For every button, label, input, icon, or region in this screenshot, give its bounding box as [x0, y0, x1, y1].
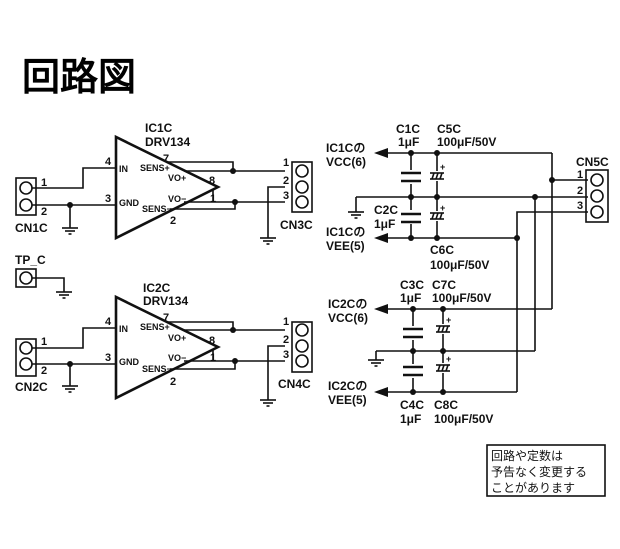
ic2c-in-label: IN	[119, 324, 128, 334]
ic1c-ref: IC1C	[145, 121, 173, 135]
ic1c-sens-minus-label: SENS−	[142, 204, 172, 214]
cn3c-pin1-label: 1	[283, 157, 289, 169]
ic1c-gnd-label: GND	[119, 198, 140, 208]
ic1c-pin-gnd-num: 3	[105, 193, 111, 205]
cn3c-ref: CN3C	[280, 218, 313, 232]
cn3c-connector[interactable]	[291, 161, 313, 213]
cn5c-pin1-label: 1	[577, 169, 583, 181]
c6c-value: 100μF/50V	[430, 258, 489, 272]
ic1c-pin-sens-plus-num: 7	[163, 153, 169, 165]
cn4c-pin1-label: 1	[283, 316, 289, 328]
cn5c-pin2-label: 2	[577, 185, 583, 197]
cn5c-connector[interactable]	[585, 169, 609, 223]
notice-line2: 予告なく変更する	[491, 464, 587, 479]
ic2c-block: 1 2 CN2C 4 3 IC2C DRV134 IN GND SENS+ VO…	[15, 281, 313, 407]
ic1c-pin-sens-minus-num: 2	[170, 215, 176, 227]
notice-line1: 回路や定数は	[491, 448, 563, 463]
cn2c-connector[interactable]	[15, 338, 37, 377]
notice-line3: ことがあります	[491, 480, 575, 495]
cn5c-pin3-label: 3	[577, 200, 583, 212]
cn4c-pin3-label: 3	[283, 349, 289, 361]
ic2c-sens-minus-label: SENS−	[142, 364, 172, 374]
ic1c-sens-plus-label: SENS+	[140, 163, 170, 173]
rail-ic1c-vcc-line1: IC1Cの	[326, 141, 365, 155]
c1c-ref: C1C	[396, 122, 420, 136]
rail-ic1c-vee-line1: IC1Cの	[326, 225, 365, 239]
c8c-value: 100μF/50V	[434, 412, 493, 426]
c5c-value: 100μF/50V	[437, 135, 496, 149]
c6c-ref: C6C	[430, 243, 454, 257]
c3c-value: 1μF	[400, 291, 421, 305]
c2c-ref: C2C	[374, 203, 398, 217]
rail-ic2c-vee-line2: VEE(5)	[328, 393, 367, 407]
c5c-polarity: +	[440, 162, 445, 172]
c7c-value: 100μF/50V	[432, 291, 491, 305]
ic2c-vo-plus-label: VO+	[168, 333, 186, 343]
c2c-value: 1μF	[374, 217, 395, 231]
ic2c-pin-sens-plus-num: 7	[163, 312, 169, 324]
c8c-ref: C8C	[434, 398, 458, 412]
rail-ic1c-vcc-line2: VCC(6)	[326, 155, 366, 169]
ic1c-pin-vo-plus-num: 8	[209, 175, 215, 187]
ic2c-pin-gnd-num: 3	[105, 352, 111, 364]
c1c-value: 1μF	[398, 135, 419, 149]
c6c-polarity: +	[440, 203, 445, 213]
ic1c-vo-plus-label: VO+	[168, 173, 186, 183]
c4c-ref: C4C	[400, 398, 424, 412]
cn1c-ref: CN1C	[15, 221, 48, 235]
ic2c-pin-in-num: 4	[105, 316, 112, 328]
cn4c-ref: CN4C	[278, 377, 311, 391]
rail-ic2c-vee-line1: IC2Cの	[328, 379, 367, 393]
notice-box: 回路や定数は 予告なく変更する ことがあります	[486, 444, 606, 497]
ic1c-vo-minus-label: VO−	[168, 194, 186, 204]
cn3c-pin3-label: 3	[283, 190, 289, 202]
c4c-value: 1μF	[400, 412, 421, 426]
cn1c-connector[interactable]	[15, 177, 37, 216]
power-section: IC1Cの VCC(6) IC1Cの VEE(5) + + C1C 1μF C5…	[326, 122, 609, 426]
rail-ic1c-vee-line2: VEE(5)	[326, 239, 365, 253]
c5c-ref: C5C	[437, 122, 461, 136]
cn3c-pin2-label: 2	[283, 175, 289, 187]
cn2c-pin1-label: 1	[41, 336, 47, 348]
page-title: 回路図	[22, 55, 136, 99]
ic2c-gnd-label: GND	[119, 357, 140, 367]
ic1c-pin-in-num: 4	[105, 156, 112, 168]
ic2c-vo-minus-label: VO−	[168, 353, 186, 363]
ic1c-part: DRV134	[145, 135, 190, 149]
ic1c-in-label: IN	[119, 164, 128, 174]
cn5c-ref: CN5C	[576, 155, 609, 169]
cn4c-pin2-label: 2	[283, 334, 289, 346]
cn1c-pin2-label: 2	[41, 206, 47, 218]
ic2c-part: DRV134	[143, 294, 188, 308]
rail-ic2c-vcc-line2: VCC(6)	[328, 311, 368, 325]
cn2c-ref: CN2C	[15, 380, 48, 394]
cn1c-pin1-label: 1	[41, 177, 47, 189]
ic2c-pin-vo-plus-num: 8	[209, 335, 215, 347]
cn4c-connector[interactable]	[291, 321, 313, 373]
tp-c-ref: TP_C	[15, 253, 46, 267]
cn2c-pin2-label: 2	[41, 365, 47, 377]
c7c-ref: C7C	[432, 278, 456, 292]
c8c-polarity: +	[446, 354, 451, 364]
ic1c-block: 1 2 CN1C 4 3 IC1C DRV134 IN GND SENS+ VO…	[15, 121, 313, 245]
rail-ic2c-vcc-line1: IC2Cの	[328, 297, 367, 311]
ic2c-pin-sens-minus-num: 2	[170, 376, 176, 388]
c3c-ref: C3C	[400, 278, 424, 292]
ic2c-sens-plus-label: SENS+	[140, 322, 170, 332]
ic2c-ref: IC2C	[143, 281, 171, 295]
c7c-polarity: +	[446, 315, 451, 325]
